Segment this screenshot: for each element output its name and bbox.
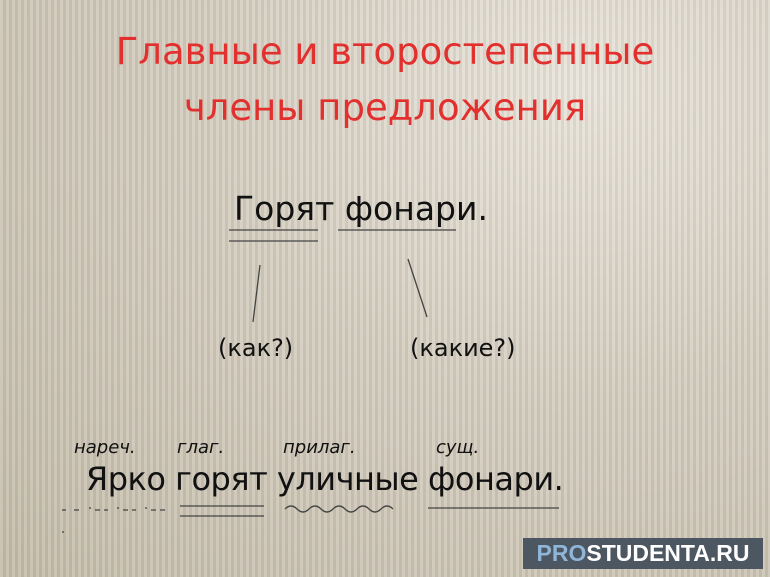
sentence2: Ярко горят уличные фонари. [86, 460, 564, 498]
arrow-which [407, 258, 428, 318]
pos-label-noun: сущ. [436, 437, 480, 458]
attribute-wavy-line [284, 505, 394, 513]
slide-title-line1: Главные и второстепенные [115, 30, 655, 73]
sentence1: Горят фонари. [234, 190, 488, 228]
pos-label-adverb: нареч. [74, 437, 136, 458]
slide-title-line2: члены предложения [183, 86, 587, 129]
adverbial-dash-dot-line [62, 507, 165, 533]
sentence1-subject: фонари. [344, 189, 488, 228]
question-how: (как?) [218, 334, 294, 362]
pos-label-verb: глаг. [177, 437, 225, 458]
question-which: (какие?) [410, 334, 516, 362]
watermark-pro: PRO [536, 540, 587, 566]
watermark-rest: STUDENTA.RU [586, 540, 750, 566]
pos-label-adjective: прилаг. [283, 437, 356, 458]
watermark: PROSTUDENTA.RU [523, 538, 763, 569]
sentence1-predicate: Горят [234, 189, 335, 228]
arrow-how [252, 264, 261, 323]
